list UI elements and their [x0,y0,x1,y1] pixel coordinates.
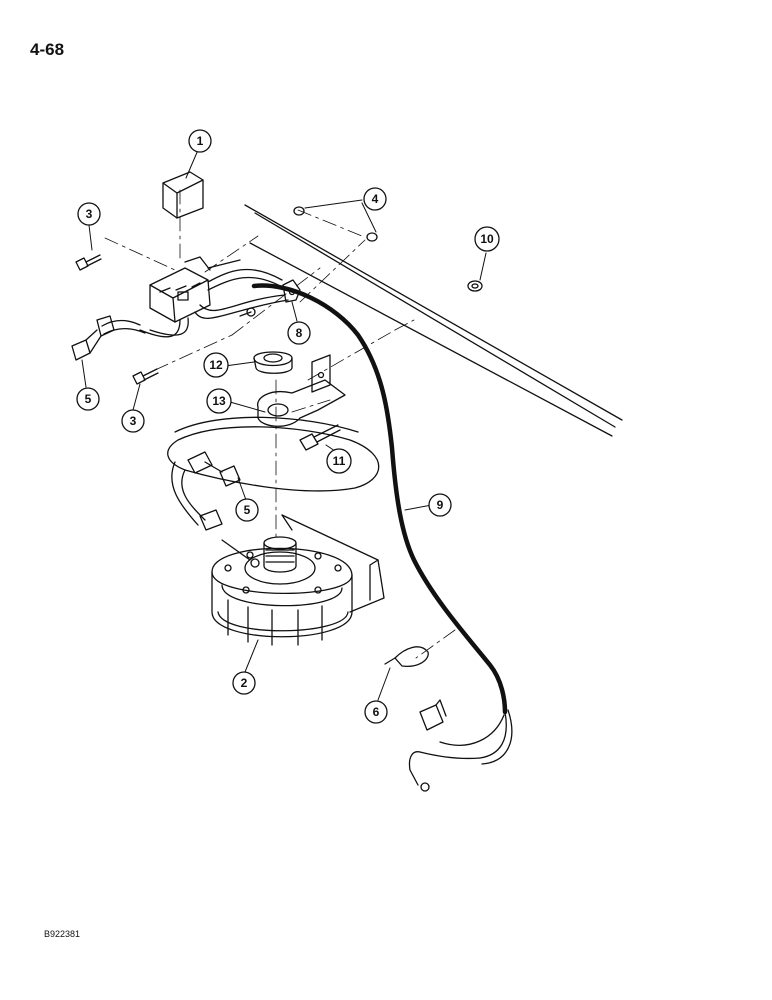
centerlines [104,189,456,659]
callout-label: 13 [212,394,226,408]
bolt [299,424,341,451]
callout-label: 1 [197,134,204,148]
small-screw [239,307,256,317]
horn [211,514,385,646]
nuts [293,206,483,292]
callout-label: 5 [244,503,251,517]
callout-10: 10 [474,226,500,252]
callout-2: 2 [232,671,256,695]
callout-9: 9 [428,493,452,517]
callout-label: 2 [241,676,248,690]
frame-rails [244,204,623,437]
callout-label: 10 [480,232,494,246]
callout-label: 11 [333,454,346,468]
callout-3-lower: 3 [121,409,145,433]
screw-lower [132,368,159,385]
relay-harness [101,268,289,338]
lower-harness [408,699,513,792]
callout-label: 4 [372,192,379,206]
horn-wire [167,416,380,526]
horn-bracket [257,354,346,427]
page-number: 4-68 [30,40,65,59]
jam-nut [253,351,293,374]
callout-1: 1 [188,129,212,153]
drawing-code: B922381 [44,929,81,939]
callout-label: 9 [437,498,444,512]
callout-3-upper: 3 [77,202,101,226]
callout-label: 12 [209,358,223,372]
screw-upper [75,254,102,271]
relay-socket [149,256,241,323]
relay [162,171,204,219]
connector-middle [187,451,241,531]
callout-label: 5 [85,392,92,406]
callout-12: 12 [203,352,229,378]
callout-5-middle: 5 [235,498,259,522]
terminal-boot [384,646,429,667]
callout-6: 6 [364,700,388,724]
callout-label: 8 [296,326,303,340]
callout-11: 11 [326,448,352,474]
callout-4: 4 [363,187,387,211]
callout-8: 8 [287,321,311,345]
callout-label: 3 [86,207,93,221]
connector-upper [71,315,115,361]
callout-5-upper: 5 [76,387,100,411]
callout-label: 6 [373,705,380,719]
callout-13: 13 [206,388,232,414]
main-cable [251,283,508,715]
callout-label: 3 [130,414,137,428]
